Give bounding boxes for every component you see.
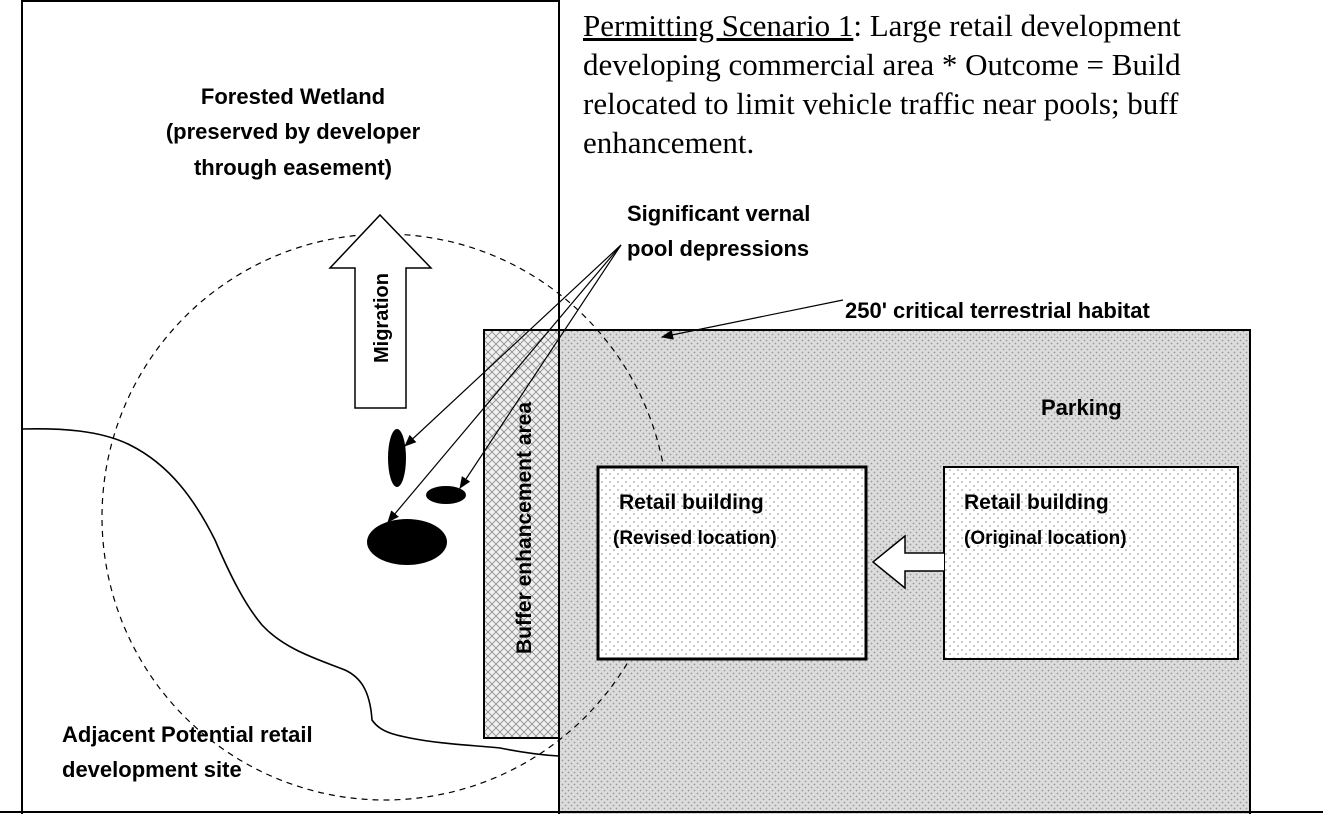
vernal-pool-2 — [426, 486, 466, 504]
vernal-pools-label-1: Significant vernal — [627, 201, 810, 226]
scenario-heading-line-2: developing commercial area * Outcome = B… — [583, 47, 1181, 82]
pool-leader-line-2 — [459, 244, 622, 489]
adjacent-site-label-2: development site — [62, 757, 242, 782]
migration-arrow-icon — [328, 213, 433, 409]
scenario-description: : Large retail development — [853, 8, 1181, 43]
original-building-label-1: Retail building — [964, 491, 1109, 514]
revised-building-label-2: (Revised location) — [613, 528, 777, 549]
habitat-leader-line — [661, 299, 844, 340]
retail-building-revised — [596, 465, 868, 661]
wetland-boundary-curve — [21, 428, 560, 757]
revised-building-label-1: Retail building — [619, 491, 764, 514]
buffer-enhancement-strip — [483, 329, 560, 739]
buffer-enhancement-label: Buffer enhancement area — [513, 402, 536, 654]
original-building-label-2: (Original location) — [964, 528, 1127, 549]
adjacent-site-label-1: Adjacent Potential retail — [62, 722, 313, 747]
scenario-title: Permitting Scenario 1 — [583, 8, 854, 43]
scenario-heading-line-1: Permitting Scenario 1: Large retail deve… — [583, 8, 1323, 44]
parking-label: Parking — [1041, 395, 1122, 420]
forested-wetland-label-2: (preserved by developer — [166, 119, 421, 144]
scenario-heading-line-3: relocated to limit vehicle traffic near … — [583, 86, 1179, 121]
migration-label: Migration — [371, 273, 393, 363]
critical-habitat-label: 250' critical terrestrial habitat — [845, 298, 1150, 323]
forested-wetland-label-1: Forested Wetland — [201, 84, 385, 109]
scenario-heading-line-4: enhancement. — [583, 125, 755, 160]
vernal-pool-1 — [388, 429, 406, 487]
pool-leader-line-3 — [387, 244, 622, 523]
retail-building-original — [943, 466, 1239, 660]
pool-leader-line-1 — [404, 244, 622, 447]
vernal-pool-3 — [367, 519, 447, 565]
relocation-arrow-icon — [871, 534, 944, 590]
vernal-pools-label-2: pool depressions — [627, 236, 809, 261]
forested-wetland-label-3: through easement) — [194, 155, 392, 180]
